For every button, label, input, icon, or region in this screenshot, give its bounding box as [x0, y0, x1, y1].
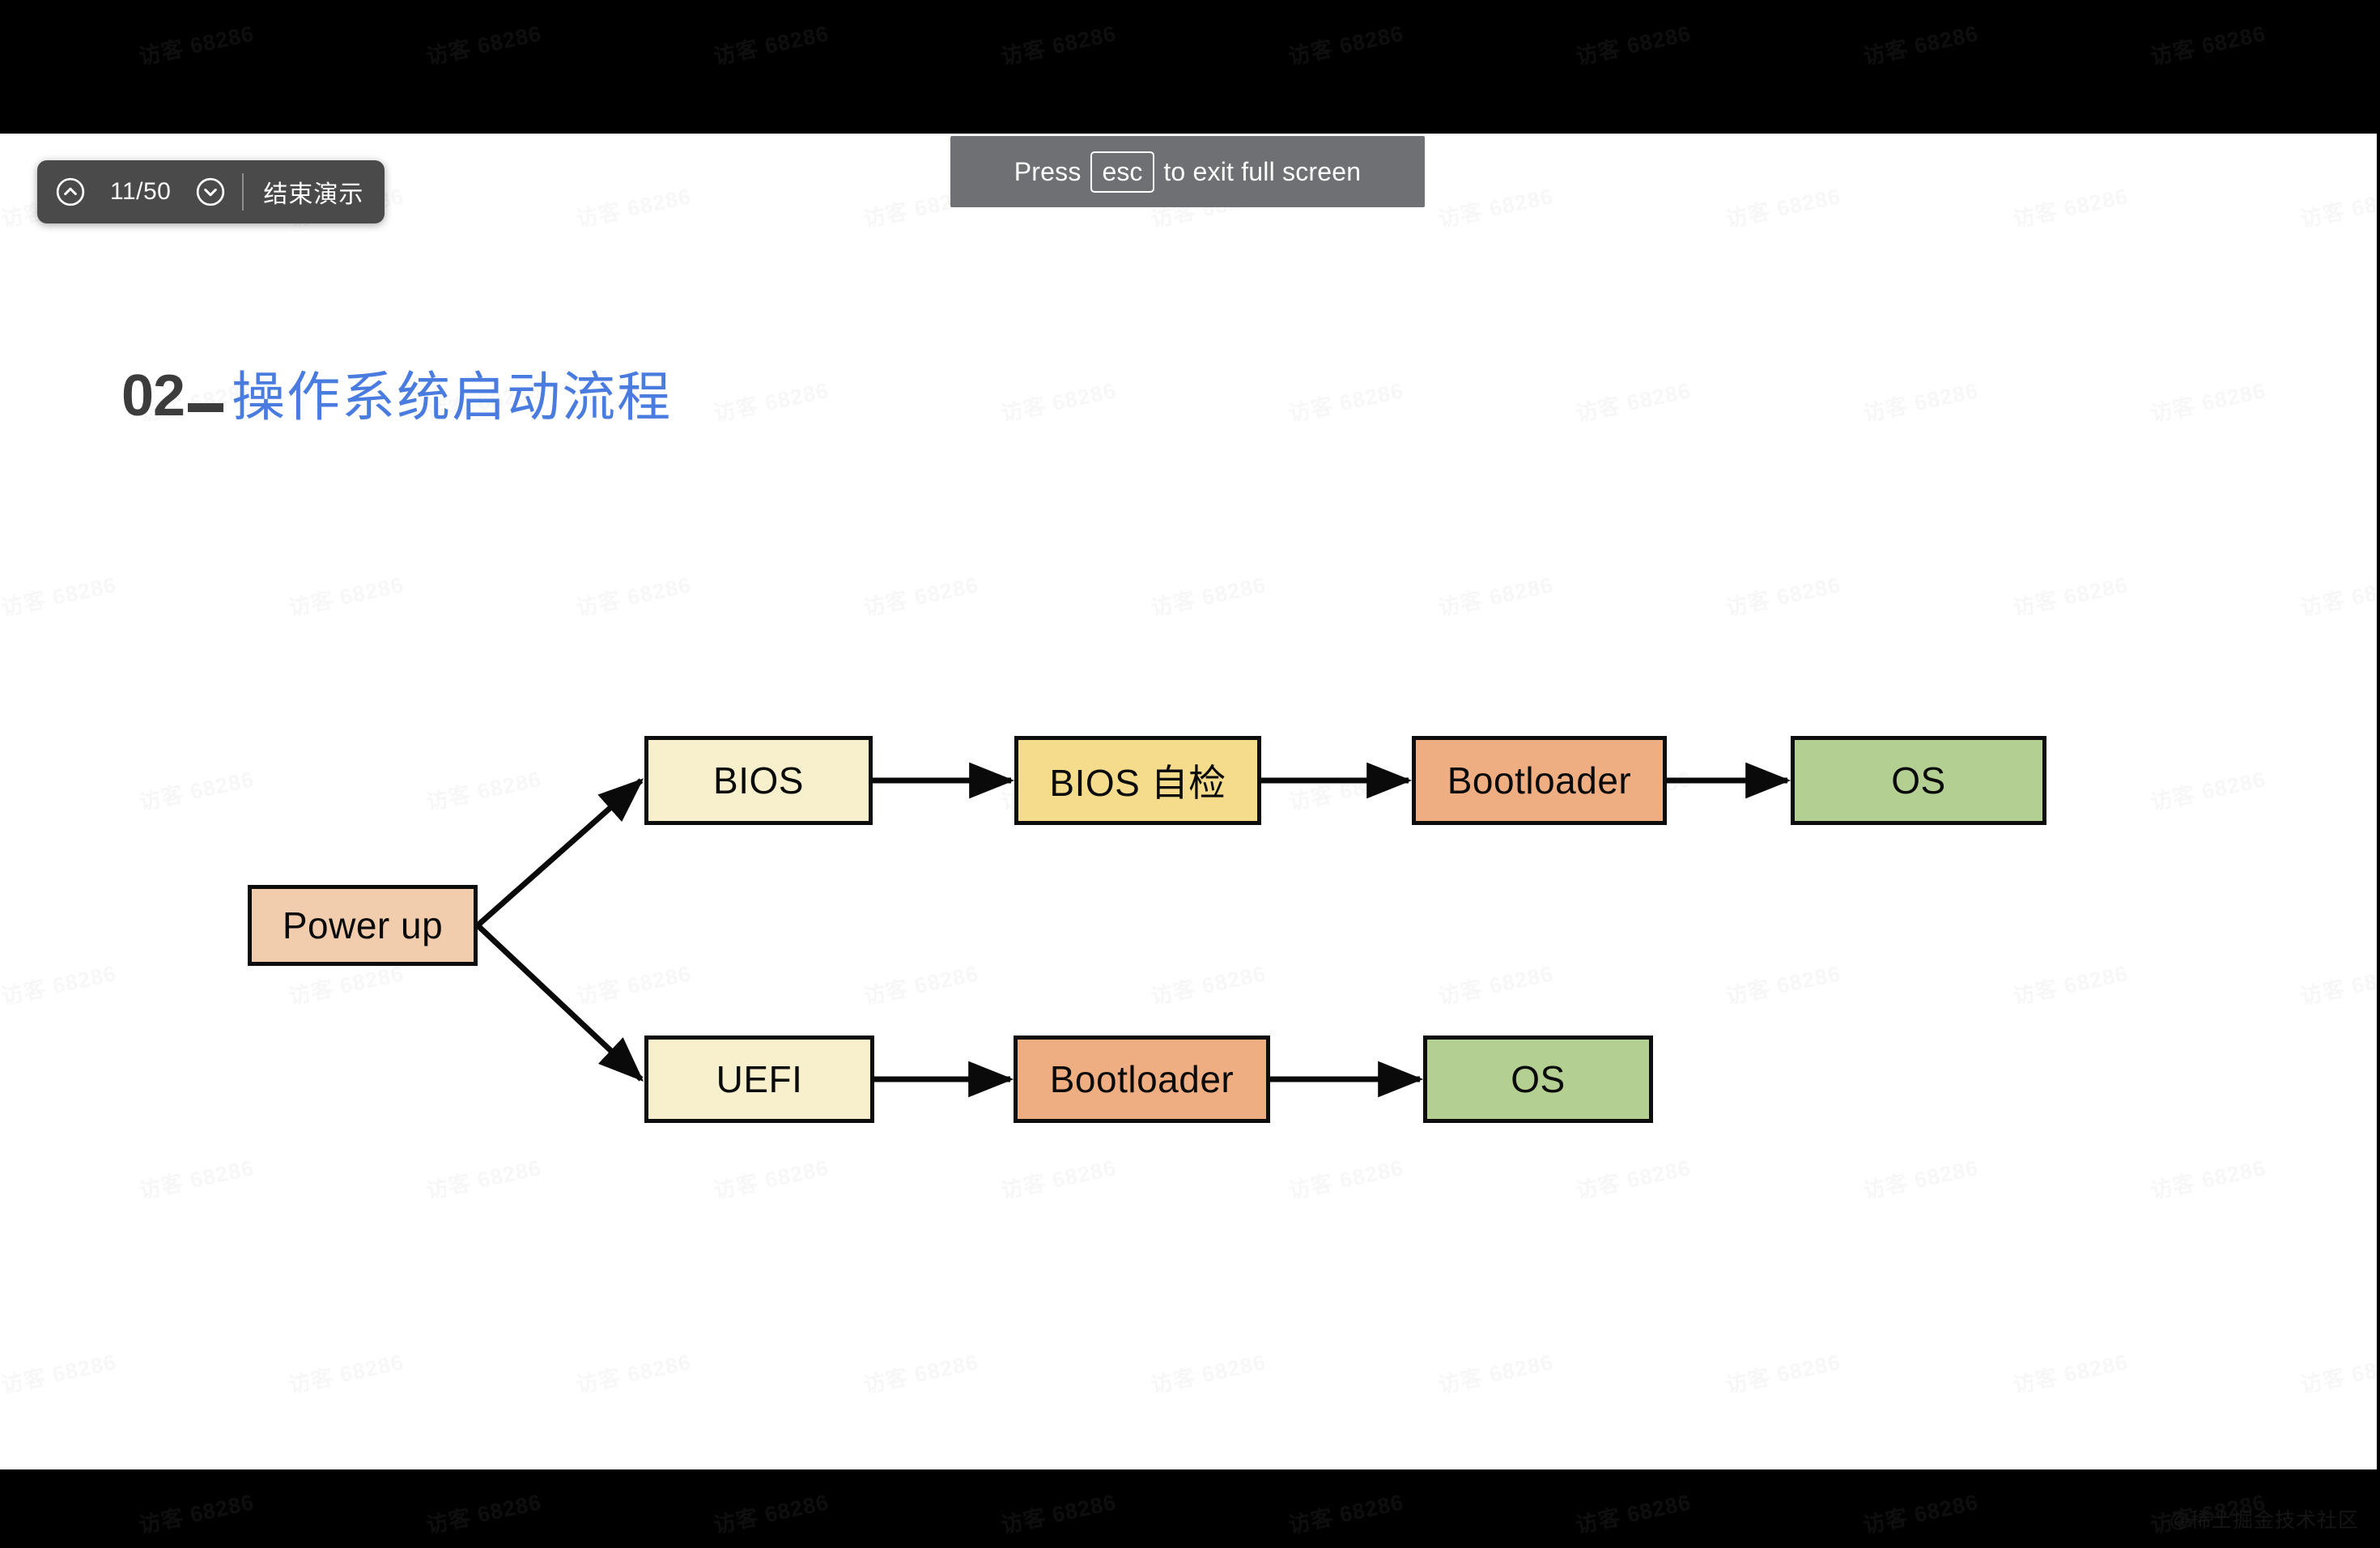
diagram-node-bios: BIOS [644, 736, 873, 825]
next-slide-icon[interactable] [189, 170, 232, 214]
diagram-node-label: BIOS [713, 759, 804, 802]
diagram-node-boot_bot: Bootloader [1014, 1036, 1270, 1123]
diagram-edge-power-to-uefi [475, 923, 644, 1082]
diagram-node-os_bot: OS [1423, 1036, 1653, 1123]
diagram-node-label: BIOS 自检 [1049, 762, 1226, 804]
diagram-node-power: Power up [248, 885, 478, 966]
title-underscore-accent [188, 403, 224, 412]
watermark-tile: 访客 68286 [711, 21, 831, 70]
slide-number: 02 [121, 364, 185, 428]
diagram-edge-power-to-bios [475, 778, 644, 928]
watermark-tile: 访客 68286 [711, 1490, 831, 1538]
watermark-tile: 访客 68286 [136, 1490, 257, 1538]
watermark-tile: 访客 68286 [998, 21, 1119, 70]
slide-title: 操作系统启动流程 [232, 367, 673, 427]
watermark-tile: 访客 68286 [1573, 21, 1694, 70]
diagram-node-boot_top: Bootloader [1412, 736, 1667, 825]
hint-suffix: to exit full screen [1163, 156, 1362, 186]
watermark-tile: 访客 68286 [1286, 1490, 1406, 1538]
diagram-node-uefi: UEFI [644, 1036, 874, 1123]
diagram-node-bios_post: BIOS 自检 [1014, 736, 1261, 825]
watermark-tile: 访客 68286 [423, 1490, 544, 1538]
watermark-tile: 访客 68286 [998, 1490, 1119, 1538]
diagram-node-label: OS [1891, 759, 1946, 802]
page-indicator: 11/50 [110, 178, 172, 205]
watermark-tile: 访客 68286 [423, 21, 544, 70]
esc-key-badge: esc [1090, 151, 1155, 193]
hint-prefix: Press [1014, 156, 1082, 186]
watermark-tile: 访客 68286 [1860, 1490, 1981, 1538]
watermark-tile: 访客 68286 [1860, 21, 1981, 70]
slide-title-row: 02 操作系统启动流程 [121, 354, 672, 432]
diagram-node-label: Bootloader [1049, 1058, 1235, 1100]
control-bar-divider [242, 173, 244, 211]
previous-slide-icon[interactable] [49, 170, 92, 214]
exit-fullscreen-hint: Press esc to exit full screen [950, 136, 1425, 207]
watermark-tile: 访客 68286 [2148, 21, 2268, 70]
watermark-tile: 访客 68286 [1286, 21, 1406, 70]
presenter-control-bar[interactable]: 11/50 结束演示 [37, 160, 385, 223]
diagram-node-label: Bootloader [1447, 759, 1632, 802]
end-presentation-button[interactable]: 结束演示 [263, 181, 364, 208]
diagram-node-label: Power up [282, 904, 444, 946]
watermark-tile: 访客 68286 [1573, 1490, 1694, 1538]
watermark-tile: 访客 68286 [136, 21, 257, 70]
diagram-node-os_top: OS [1791, 736, 2046, 825]
diagram-node-label: UEFI [716, 1058, 803, 1100]
diagram-node-label: OS [1511, 1058, 1566, 1100]
corner-watermark: @稀土掘金技术社区 [2169, 1509, 2359, 1532]
